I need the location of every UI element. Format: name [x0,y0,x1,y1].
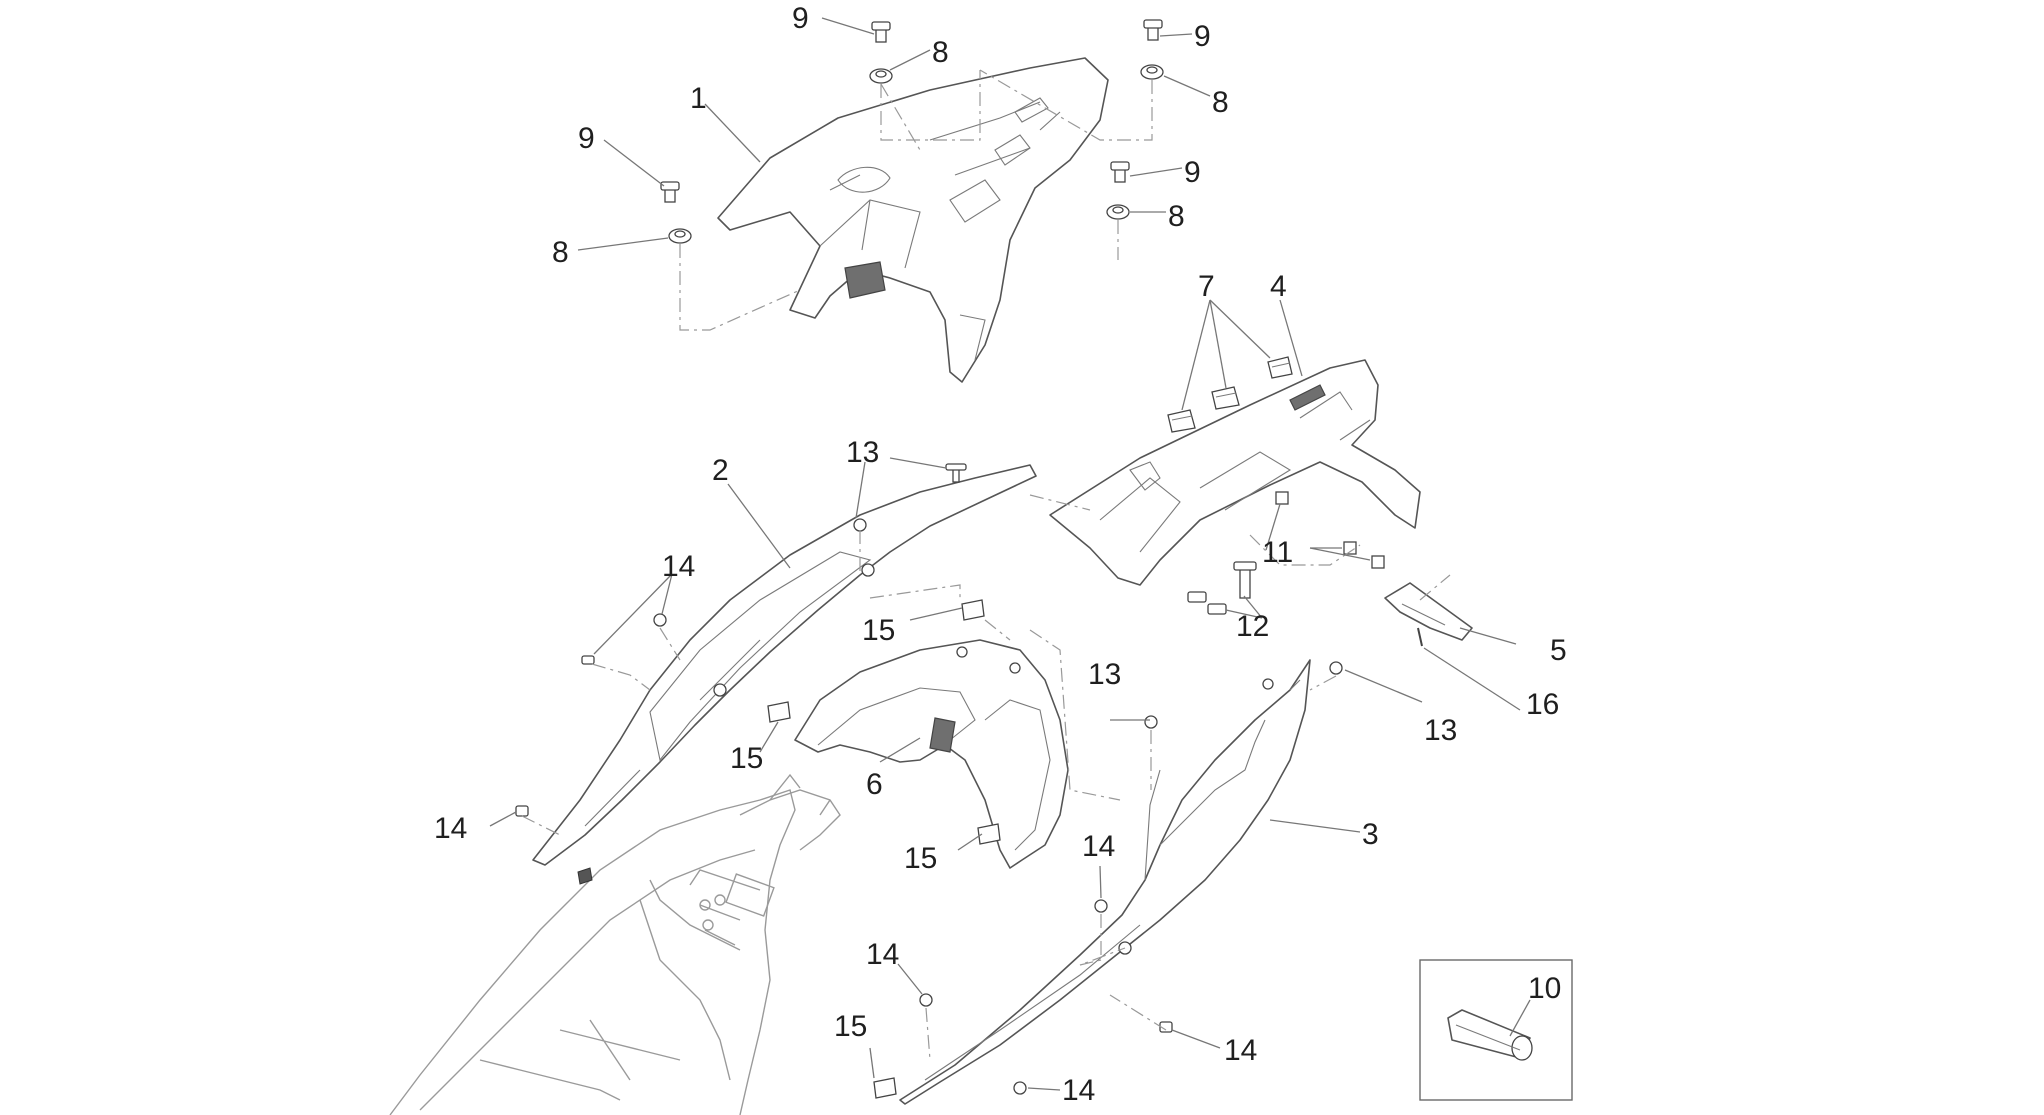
clip-15d[interactable] [873,1077,897,1099]
nut-11b[interactable] [1343,541,1357,555]
callout-14: 14 [1082,830,1115,863]
washer-8b[interactable] [1140,64,1164,80]
callout-9: 9 [792,2,809,35]
part-5-bracket[interactable] [1384,582,1473,641]
callout-14: 14 [434,812,467,845]
callout-8: 8 [1212,86,1229,119]
part-16-screw[interactable] [1417,627,1423,647]
washer-8a[interactable] [869,68,893,84]
callout-8: 8 [1168,200,1185,233]
inset-box-part-10 [1419,959,1573,1101]
screw-13d[interactable] [1329,661,1343,675]
callout-14: 14 [662,550,695,583]
callout-1: 1 [690,82,707,115]
callout-14: 14 [1062,1074,1095,1107]
part-2-left-side-panel[interactable] [532,464,1037,866]
callout-11: 11 [1262,536,1293,569]
callout-13: 13 [1424,714,1457,747]
washer-8c[interactable] [1106,204,1130,220]
pin-14h[interactable] [577,867,593,885]
callout-10: 10 [1528,972,1561,1005]
part-4-tail-housing[interactable] [1049,359,1421,586]
grommet-7b[interactable] [1211,386,1240,410]
pin-14c[interactable] [515,805,529,817]
pin-14g[interactable] [1013,1081,1027,1095]
screw-9d[interactable] [1110,161,1130,183]
clip-15c[interactable] [977,823,1001,845]
screw-12b[interactable] [1187,591,1207,603]
callout-12: 12 [1236,610,1269,643]
nut-11c[interactable] [1371,555,1385,569]
callout-7: 7 [1198,270,1215,303]
screw-9a[interactable] [871,21,891,43]
callout-9: 9 [1184,156,1201,189]
grommet-7c[interactable] [1267,356,1293,379]
rear-subframe [389,773,841,1115]
callout-14: 14 [1224,1034,1257,1067]
callout-6: 6 [866,768,883,801]
clip-15b[interactable] [767,701,791,723]
callout-13: 13 [1088,658,1121,691]
callout-15: 15 [834,1010,867,1043]
pin-14d[interactable] [1094,899,1108,913]
grommet-7a[interactable] [1167,409,1196,433]
callout-14: 14 [866,938,899,971]
screw-12c[interactable] [1207,603,1227,615]
screw-13c[interactable] [1144,715,1158,729]
callout-4: 4 [1270,270,1287,303]
callout-5: 5 [1550,634,1567,667]
screw-13b[interactable] [853,518,867,532]
pin-14e[interactable] [919,993,933,1007]
assembly-guide-lines [521,69,1451,1061]
washer-8d[interactable] [668,228,692,244]
part-1-rear-rack[interactable] [717,57,1109,383]
callout-3: 3 [1362,818,1379,851]
callout-15: 15 [904,842,937,875]
callout-9: 9 [578,122,595,155]
pin-14f[interactable] [1159,1021,1173,1033]
pin-14b[interactable] [653,613,667,627]
callout-16: 16 [1526,688,1559,721]
callout-15: 15 [862,614,895,647]
screw-9b[interactable] [1143,19,1163,41]
leader-lines [489,17,1531,1091]
part-10-tube[interactable] [1447,1009,1533,1061]
callout-labels: 9 8 9 8 1 9 9 8 8 7 4 2 13 14 11 12 5 15… [434,2,1567,1107]
callout-8: 8 [932,36,949,69]
part-6-inner-fender[interactable] [794,639,1069,869]
hardware-items [515,19,1385,1099]
screw-13a[interactable] [945,463,967,483]
screw-12a[interactable] [1233,561,1257,599]
callout-9: 9 [1194,20,1211,53]
callout-13: 13 [846,436,879,469]
callout-8: 8 [552,236,569,269]
part-3-right-side-panel[interactable] [899,659,1311,1105]
nut-11a[interactable] [1275,491,1289,505]
callout-2: 2 [712,454,729,487]
screw-9c[interactable] [660,181,680,203]
clip-15a[interactable] [961,599,985,621]
pin-14a[interactable] [581,655,595,665]
callout-15: 15 [730,742,763,775]
